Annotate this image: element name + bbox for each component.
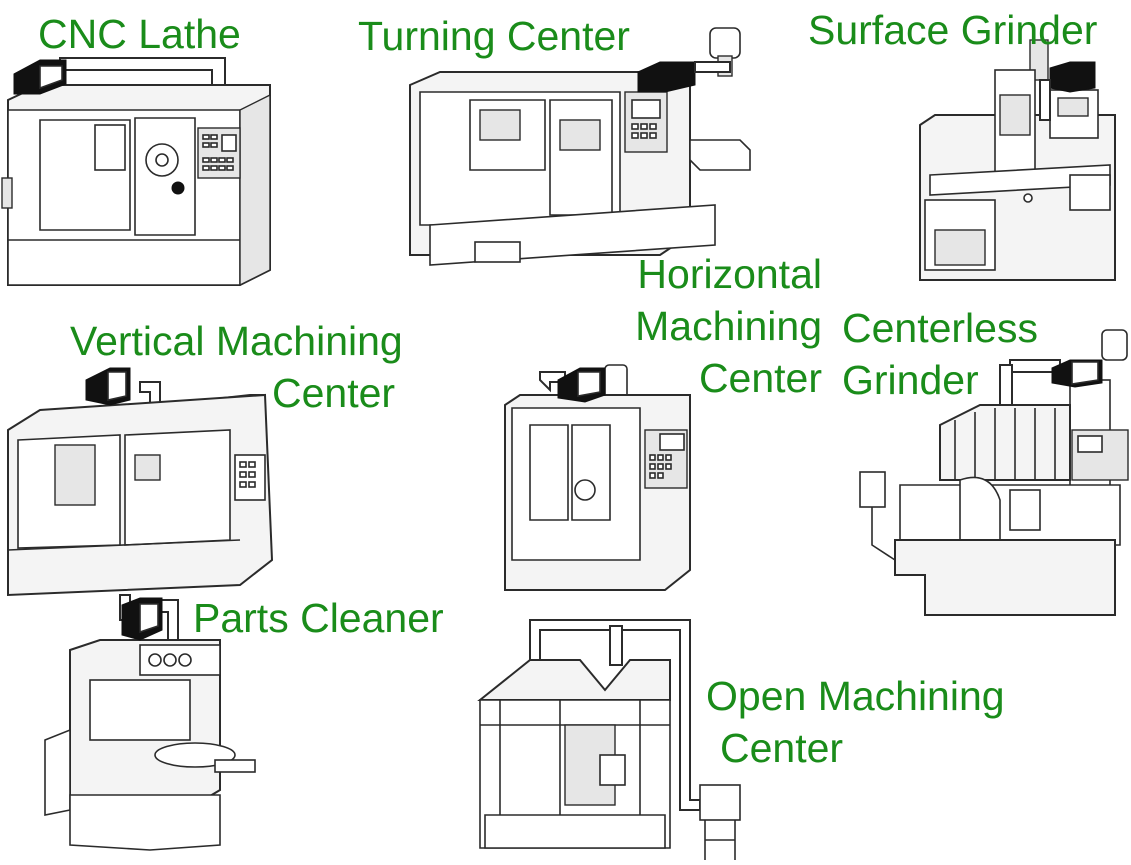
- turning-center-label: Turning Center: [358, 10, 630, 62]
- horizontal-machining-center-label-line-3: Center: [698, 355, 822, 401]
- cnc-lathe-label-line: CNC Lathe: [38, 11, 241, 57]
- vertical-machining-center-drawing: [7, 367, 274, 597]
- open-machining-center-label: Open Machining Center: [706, 670, 1005, 774]
- centerless-grinder-label: Centerless Grinder: [842, 302, 1038, 406]
- turning-center-label-line: Turning Center: [358, 13, 630, 59]
- cnc-lathe-label: CNC Lathe: [38, 8, 241, 60]
- horizontal-machining-center-drawing: [504, 364, 691, 591]
- centerless-grinder-label-line-2: Grinder: [842, 357, 979, 403]
- surface-grinder-label-line: Surface Grinder: [808, 7, 1098, 53]
- horizontal-machining-center-label: Horizontal Machining Center: [616, 248, 822, 404]
- vertical-machining-center-label-line-2: Center: [272, 370, 396, 416]
- surface-grinder-label: Surface Grinder: [808, 4, 1097, 56]
- turning-center-drawing: [409, 27, 751, 266]
- parts-cleaner-drawing: [44, 594, 256, 851]
- parts-cleaner-label-line: Parts Cleaner: [193, 595, 444, 641]
- vertical-machining-center-label: Vertical Machining Center: [70, 315, 403, 419]
- centerless-grinder-drawing: [859, 329, 1129, 616]
- cnc-lathe-drawing: [1, 57, 271, 287]
- open-machining-center-label-line-2: Center: [720, 725, 844, 771]
- horizontal-machining-center-label-line-2: Machining: [635, 303, 822, 349]
- horizontal-machining-center-label-line-1: Horizontal: [637, 251, 822, 297]
- centerless-grinder-label-line-1: Centerless: [842, 305, 1038, 351]
- open-machining-center-label-line-1: Open Machining: [706, 673, 1005, 719]
- open-machining-center-drawing: [477, 619, 741, 860]
- parts-cleaner-label: Parts Cleaner: [193, 592, 444, 644]
- surface-grinder-drawing: [919, 39, 1116, 281]
- vertical-machining-center-label-line-1: Vertical Machining: [70, 318, 403, 364]
